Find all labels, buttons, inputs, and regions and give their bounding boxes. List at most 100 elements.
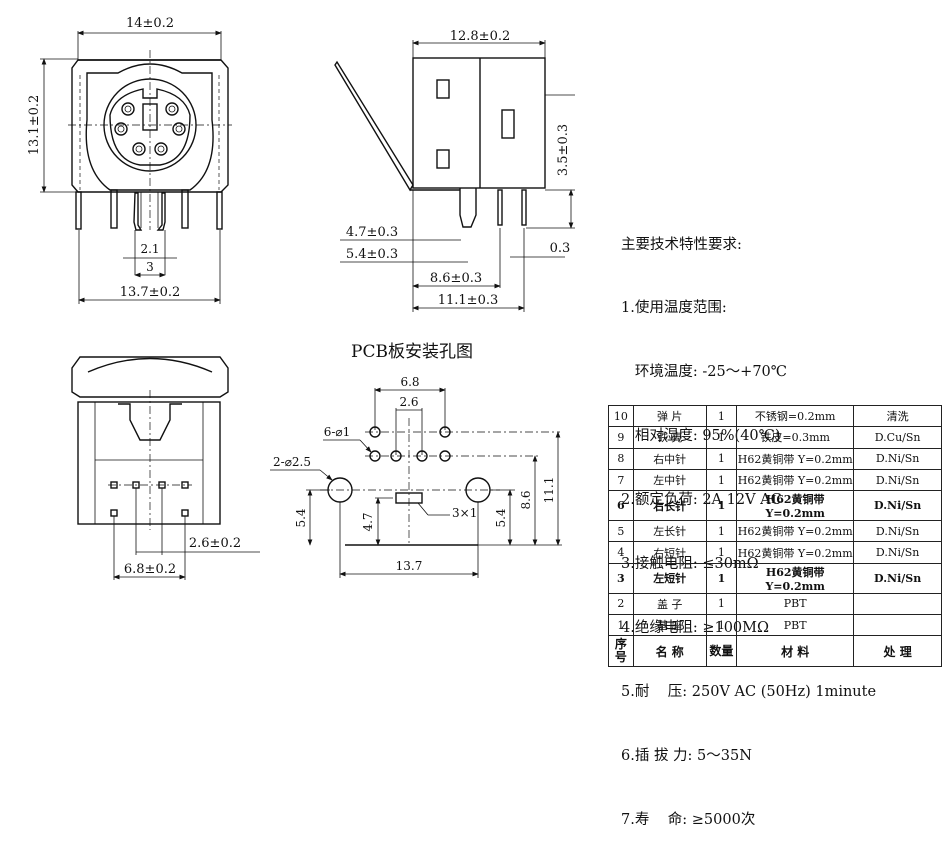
side-depth-dim: 12.8±0.2 <box>450 29 511 44</box>
bom-cell-no: 8 <box>608 447 634 470</box>
bom-cell-finish: D.Ni/Sn <box>853 490 942 522</box>
bom-cell-name: 盖 子 <box>632 592 707 616</box>
pcb-dim-row2: 11.1 <box>542 477 556 504</box>
bom-header-material: 材 料 <box>736 635 855 668</box>
spec-line: 7.寿 命: ≥5000次 <box>621 811 756 828</box>
specs-title: 主要技术特性要求: <box>621 236 742 253</box>
bom-cell-no: 4 <box>608 541 634 564</box>
bom-cell-no: 5 <box>608 520 634 543</box>
bom-cell-no: 3 <box>608 562 634 594</box>
bom-cell-finish: D.Ni/Sn <box>853 447 942 470</box>
pcb-dim-mount-right: 5.4 <box>494 508 508 527</box>
bom-header-no: 序号 <box>608 635 634 668</box>
pcb-layout: PCB板安装孔图 6.8 2.6 6-⌀1 2-⌀2.5 3×1 5.4 <box>270 342 562 578</box>
bom-header-row: 序号 名 称 数量 材 料 处 理 <box>608 635 942 668</box>
front-view: 14±0.2 13.1±0.2 2 <box>27 16 232 304</box>
bom-cell-name: 左中针 <box>632 468 707 492</box>
front-pin-pitch: 3 <box>146 260 154 274</box>
bom-cell-qty: 1 <box>705 404 738 428</box>
bom-cell-finish <box>853 614 942 637</box>
bom-cell-qty: 1 <box>705 426 738 449</box>
pcb-dim-row1: 8.6 <box>519 490 533 509</box>
pcb-dim-slot-height: 4.7 <box>361 512 375 531</box>
bom-cell-qty: 1 <box>705 541 738 564</box>
bom-cell-name: 弹 片 <box>632 404 707 428</box>
bom-cell-material: 不锈钢=0.2mm <box>736 404 855 428</box>
bom-cell-finish <box>853 592 942 616</box>
bottom-pitch-outer: 6.8±0.2 <box>124 562 176 577</box>
pcb-dim-inner-pitch: 2.6 <box>399 395 418 409</box>
bom-cell-finish: D.Ni/Sn <box>853 468 942 492</box>
bom-cell-material: PBT <box>736 614 855 637</box>
bom-cell-qty: 1 <box>705 562 738 594</box>
bom-header-finish: 处 理 <box>853 635 942 668</box>
bom-cell-material: H62黄铜带 Y=0.2mm <box>736 468 855 492</box>
front-pin-pitch-inner: 2.1 <box>140 242 159 256</box>
spec-line: 1.使用温度范围: <box>621 300 727 317</box>
bom-cell-no: 9 <box>608 426 634 449</box>
bom-cell-no: 10 <box>608 404 634 428</box>
bom-cell-material: H62黄铜带 Y=0.2mm <box>736 541 855 564</box>
pcb-title: PCB板安装孔图 <box>351 342 473 362</box>
side-pin-length-dim: 3.5±0.3 <box>556 124 571 176</box>
bom-cell-material: PBT <box>736 592 855 616</box>
bom-cell-name: 右长针 <box>632 490 707 522</box>
front-pin-span: 13.7±0.2 <box>120 285 181 300</box>
spec-line: 6.插 拔 力: 5～35N <box>621 747 752 764</box>
spec-line: 环境温度: -25～+70℃ <box>621 364 787 381</box>
pcb-slot-label: 3×1 <box>452 506 477 520</box>
bottom-view: 2.6±0.2 6.8±0.2 <box>71 356 260 580</box>
bom-cell-qty: 1 <box>705 592 738 616</box>
side-dim-b: 5.4±0.3 <box>346 247 398 262</box>
bom-cell-no: 2 <box>608 592 634 616</box>
bom-cell-name: 左短针 <box>632 562 707 594</box>
bom-cell-qty: 1 <box>705 490 738 522</box>
bom-cell-qty: 1 <box>705 520 738 543</box>
side-dim-a: 4.7±0.3 <box>346 225 398 240</box>
bom-cell-name: 右短针 <box>632 541 707 564</box>
side-dim-c: 8.6±0.3 <box>430 271 482 286</box>
front-width-dim: 14±0.2 <box>126 16 174 31</box>
front-height-dim: 13.1±0.2 <box>27 95 42 156</box>
side-view: 12.8±0.2 3.5±0.3 0.3 4.7±0.3 5.4±0.3 8.6… <box>334 29 575 312</box>
bom-cell-qty: 1 <box>705 447 738 470</box>
bom-cell-material: 铁皮=0.3mm <box>736 426 855 449</box>
bom-header-name: 名 称 <box>632 635 707 668</box>
bom-cell-name: 左长针 <box>632 520 707 543</box>
bom-header-qty: 数量 <box>705 635 738 668</box>
bottom-pitch-inner: 2.6±0.2 <box>189 536 241 551</box>
bom-cell-finish: 清洗 <box>853 404 942 428</box>
bom-cell-no: 7 <box>608 468 634 492</box>
bom-cell-material: H62黄铜带 Y=0.2mm <box>736 490 855 522</box>
bom-cell-finish: D.Ni/Sn <box>853 520 942 543</box>
bom-cell-no: 6 <box>608 490 634 522</box>
bom-cell-name: 基 座 <box>632 614 707 637</box>
bom-cell-material: H62黄铜带 Y=0.2mm <box>736 520 855 543</box>
pcb-mount-holes-label: 2-⌀2.5 <box>273 455 311 469</box>
bom-cell-finish: D.Cu/Sn <box>853 426 942 449</box>
side-dim-d: 11.1±0.3 <box>438 293 499 308</box>
bom-cell-no: 1 <box>608 614 634 637</box>
bom-cell-finish: D.Ni/Sn <box>853 562 942 594</box>
pcb-dim-span: 13.7 <box>396 559 423 573</box>
pcb-dim-outer-pitch: 6.8 <box>400 375 419 389</box>
bom-cell-finish: D.Ni/Sn <box>853 541 942 564</box>
bom-cell-qty: 1 <box>705 468 738 492</box>
bom-cell-material: H62黄铜带 Y=0.2mm <box>736 562 855 594</box>
pcb-small-holes-label: 6-⌀1 <box>324 425 351 439</box>
bom-cell-material: H62黄铜带 Y=0.2mm <box>736 447 855 470</box>
side-pin-thickness-dim: 0.3 <box>550 241 571 256</box>
pcb-dim-mount-left: 5.4 <box>294 508 308 527</box>
spec-line: 5.耐 压: 250V AC (50Hz) 1minute <box>621 683 877 700</box>
